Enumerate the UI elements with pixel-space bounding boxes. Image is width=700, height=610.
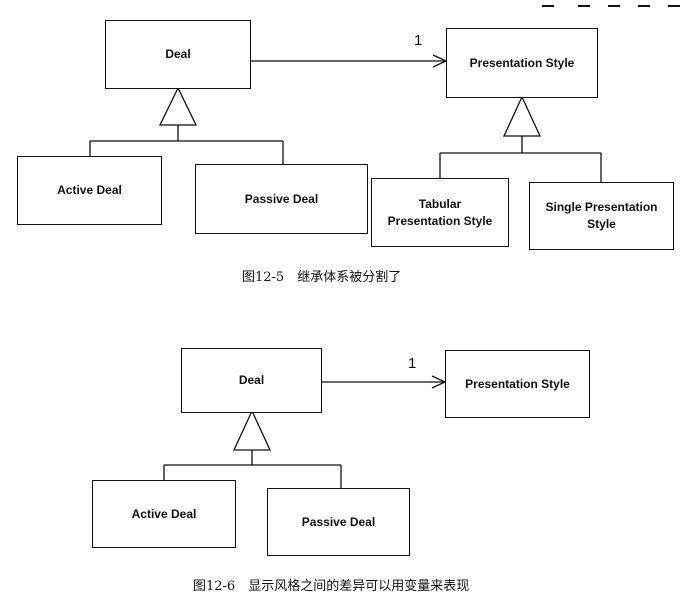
- active-deal-class-label: Active Deal: [131, 506, 197, 521]
- figure-12-6-caption: 图12-6 显示风格之间的差异可以用变量来表现: [193, 579, 470, 594]
- association-multiplicity: 1: [408, 355, 417, 372]
- deal-class-box: Deal: [181, 348, 322, 413]
- tabular-presentation-style-label-line2: Presentation Style: [387, 213, 493, 228]
- passive-deal-class-box: Passive Deal: [267, 488, 410, 556]
- deal-class-box: Deal: [105, 20, 251, 89]
- presentation-style-class-box: Presentation Style: [446, 28, 598, 98]
- generalization-triangle-deal-fig2: [232, 409, 272, 451]
- passive-deal-class-label: Passive Deal: [244, 191, 319, 206]
- active-deal-class-box: Active Deal: [92, 480, 236, 548]
- presentation-style-class-box: Presentation Style: [445, 350, 590, 418]
- presentation-style-class-label: Presentation Style: [469, 55, 575, 70]
- tabular-presentation-style-class-box: Tabular Presentation Style: [371, 178, 509, 247]
- active-deal-class-label: Active Deal: [57, 183, 122, 197]
- single-presentation-style-class-box: Single Presentation Style: [529, 182, 674, 250]
- passive-deal-class-box: Passive Deal: [195, 164, 368, 234]
- association-multiplicity: 1: [414, 32, 423, 49]
- figure-12-5-caption: 图12-5 继承体系被分割了: [242, 270, 402, 285]
- generalization-triangle-style-fig1: [502, 95, 542, 137]
- active-deal-class-box: Active Deal: [17, 156, 162, 225]
- deal-class-label: Deal: [238, 373, 265, 387]
- deal-class-label: Deal: [165, 47, 191, 61]
- cropped-header-fragment: [538, 0, 700, 8]
- generalization-triangle-deal-fig1: [158, 86, 198, 126]
- presentation-style-class-label: Presentation Style: [465, 376, 570, 391]
- single-presentation-style-label-line2: Style: [587, 217, 616, 231]
- single-presentation-style-label-line1: Single Presentation: [545, 200, 658, 214]
- tabular-presentation-style-label-line1: Tabular: [418, 196, 462, 211]
- passive-deal-class-label: Passive Deal: [301, 514, 376, 529]
